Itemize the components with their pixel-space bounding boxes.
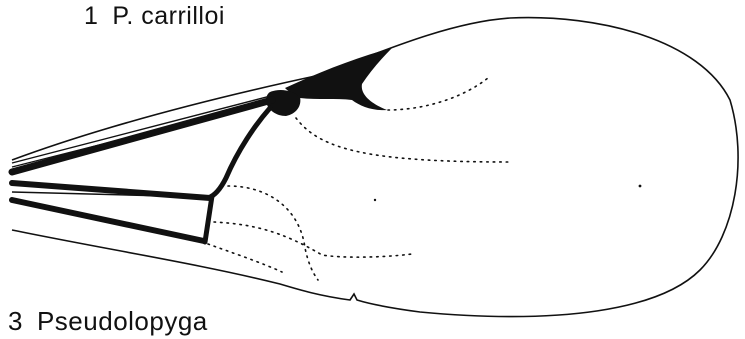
costa-line [12, 93, 282, 163]
spectral-vein-3 [228, 186, 318, 280]
bottom-caption-number: 3 [8, 306, 23, 336]
spectral-vein-2 [296, 118, 510, 162]
crossvein [205, 196, 212, 242]
bottom-caption: 3 Pseudolopyga [8, 306, 208, 336]
spectral-vein-1 [388, 78, 488, 110]
cubitus-vein [12, 200, 204, 241]
membrane-speck-2 [374, 199, 376, 201]
membrane-speck-1 [639, 185, 642, 188]
spectral-vein-5 [208, 244, 282, 272]
bottom-caption-name: Pseudolopyga [37, 306, 208, 336]
spectral-vein-4 [214, 222, 412, 257]
radial-sector-vein [208, 108, 270, 198]
